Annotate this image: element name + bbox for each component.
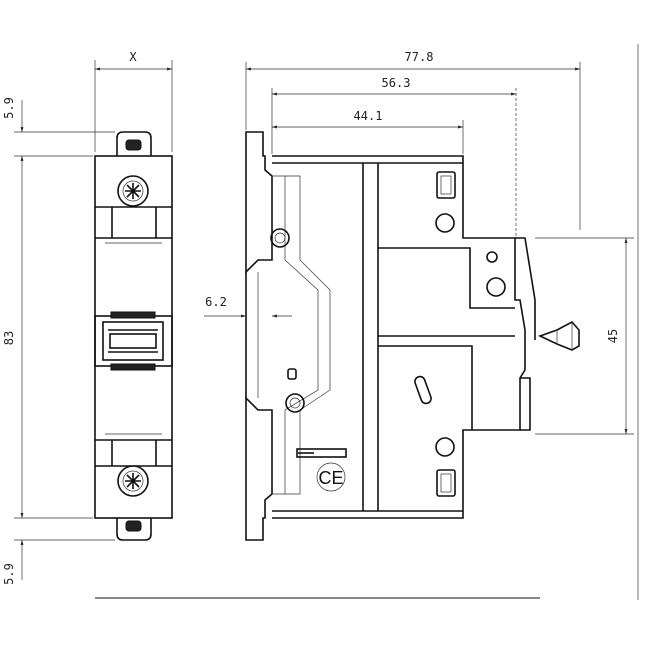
ce-mark: CE	[318, 468, 343, 488]
dim-overall-depth: 77.8	[405, 50, 434, 64]
dim-top-offset: 5.9	[2, 97, 16, 119]
dim-terminal-height: 45	[606, 329, 620, 343]
dim-bottom-offset: 5.9	[2, 563, 16, 585]
dim-mid-depth: 56.3	[382, 76, 411, 90]
dim-width-front: X	[129, 50, 137, 64]
dim-rail-offset: 6.2	[205, 295, 227, 309]
front-dimensions: X 5.9 83 5.9	[2, 50, 173, 585]
bottom-din-clip	[116, 518, 152, 541]
toggle-lever	[94, 311, 173, 371]
side-lever	[537, 320, 580, 351]
side-dimensions: 77.8 56.3 44.1 6.2 45	[204, 44, 639, 600]
side-view: CE	[245, 131, 580, 541]
rating-label	[296, 448, 347, 458]
dim-height: 83	[2, 331, 16, 345]
top-terminal-screw	[117, 175, 149, 207]
side-body-outline	[272, 155, 526, 519]
bottom-terminal-screw	[117, 465, 149, 497]
top-din-clip	[116, 131, 152, 156]
front-view	[94, 131, 173, 541]
dim-inner-depth: 44.1	[354, 109, 383, 123]
